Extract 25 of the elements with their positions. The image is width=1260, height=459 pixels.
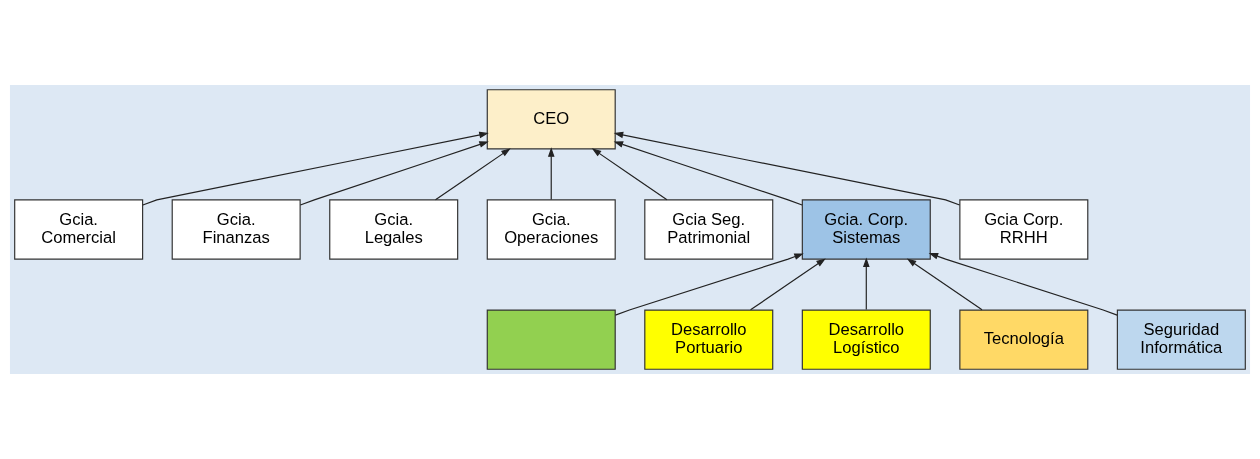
node-box: Gcia. Finanzas: [171, 199, 301, 260]
node-box: Tecnología: [959, 309, 1089, 370]
arrow: [299, 141, 489, 206]
arrow: [547, 147, 555, 200]
arrow: [906, 258, 983, 311]
node-box: Seguridad Informática: [1116, 309, 1246, 370]
node-box: Gcia Seg. Patrimonial: [644, 199, 774, 260]
arrow: [749, 258, 826, 311]
node-box: CEO: [486, 89, 616, 150]
arrow: [613, 141, 803, 206]
node-box: Desarrollo Portuario: [644, 309, 774, 370]
node-box: Gcia Corp. RRHH: [959, 199, 1089, 260]
node-box: Gcia. Comercial: [14, 199, 144, 260]
node-box: [486, 309, 616, 370]
arrow: [142, 131, 489, 206]
arrow: [614, 253, 804, 316]
node-box: Gcia. Corp. Sistemas: [801, 199, 931, 260]
arrow: [591, 148, 668, 201]
arrow: [928, 253, 1118, 316]
arrow: [862, 257, 870, 311]
node-box: Desarrollo Logístico: [801, 309, 931, 370]
arrow: [613, 131, 961, 206]
arrow: [434, 148, 511, 201]
node-box: Gcia. Operaciones: [486, 199, 616, 260]
node-box: Gcia. Legales: [329, 199, 459, 260]
